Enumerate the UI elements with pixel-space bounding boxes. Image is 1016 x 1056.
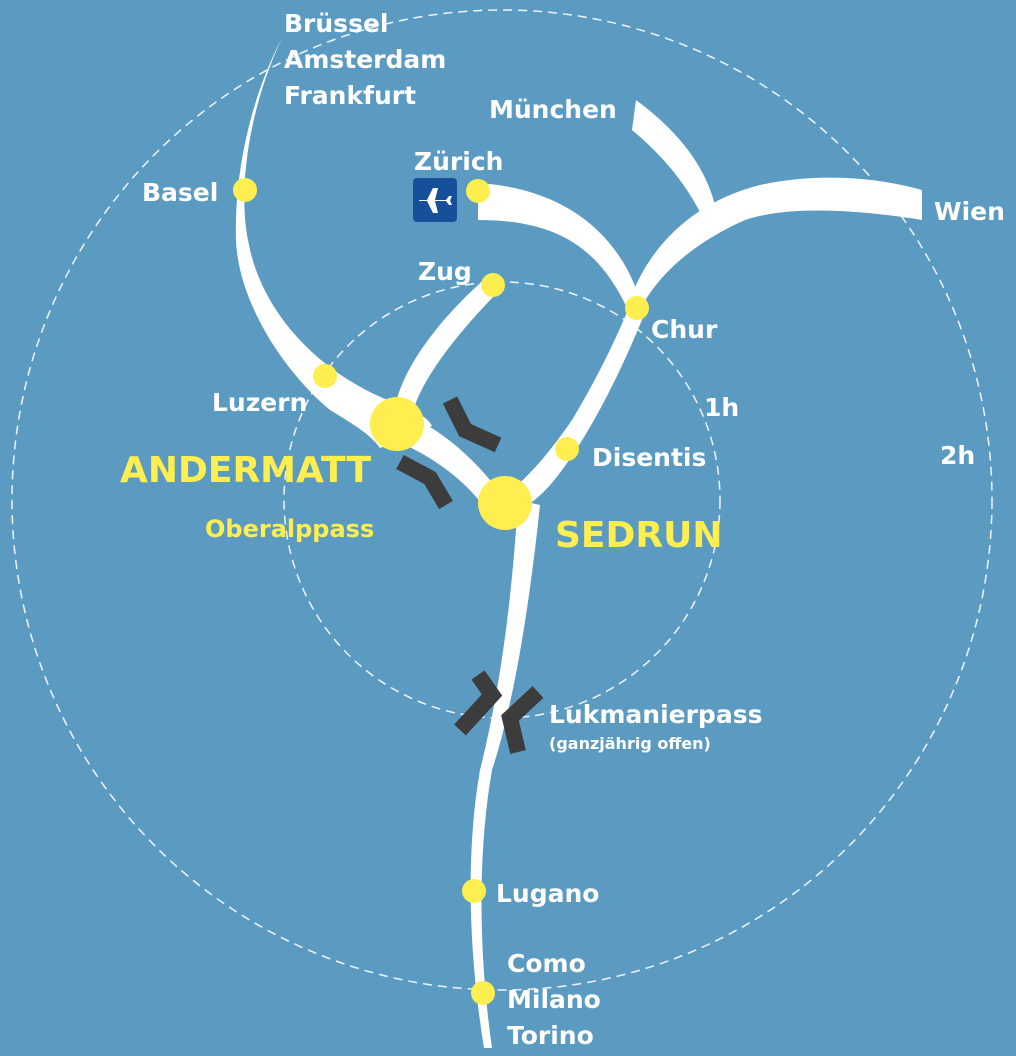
- airplane-icon: [419, 188, 452, 213]
- station-chur[interactable]: [625, 296, 649, 320]
- city-labels: Brüssel Amsterdam Frankfurt München Züri…: [142, 9, 1005, 1050]
- label-como: Como: [507, 949, 586, 978]
- ring-2h: [11, 9, 993, 991]
- label-oberalppass: Oberalppass: [205, 515, 374, 543]
- route-zug: [394, 278, 500, 415]
- label-frankfurt: Frankfurt: [284, 81, 416, 110]
- station-luzern[interactable]: [313, 364, 337, 388]
- ring-label-1h: 1h: [704, 393, 739, 422]
- label-disentis: Disentis: [592, 443, 706, 472]
- label-chur: Chur: [651, 315, 718, 344]
- station-basel[interactable]: [233, 178, 257, 202]
- station-sedrun[interactable]: [478, 476, 532, 530]
- station-como-milano-torino[interactable]: [471, 981, 495, 1005]
- route-chur-sedrun: [498, 300, 646, 510]
- label-zuerich: Zürich: [414, 147, 503, 176]
- route-muenchen: [632, 100, 718, 224]
- pass-marker-lukmanier-left: [454, 670, 503, 736]
- station-lugano[interactable]: [462, 879, 486, 903]
- label-lugano: Lugano: [496, 879, 599, 908]
- pass-marker-lukmanier-right: [501, 686, 544, 754]
- station-disentis[interactable]: [555, 437, 579, 461]
- stations: [233, 178, 649, 1005]
- label-torino: Torino: [507, 1021, 594, 1050]
- label-milano: Milano: [507, 985, 601, 1014]
- station-zug[interactable]: [481, 273, 505, 297]
- label-muenchen: München: [489, 95, 617, 124]
- airport-badge: [413, 178, 457, 222]
- ring-label-2h: 2h: [940, 441, 975, 470]
- label-amsterdam: Amsterdam: [284, 45, 446, 74]
- label-brussel: Brüssel: [284, 9, 388, 38]
- pass-marker-andermatt-north: [442, 396, 502, 453]
- label-basel: Basel: [142, 178, 218, 207]
- label-wien: Wien: [934, 197, 1005, 226]
- pass-marker-oberalp: [396, 454, 453, 510]
- label-luzern: Luzern: [212, 388, 307, 417]
- station-andermatt[interactable]: [370, 397, 424, 451]
- route-basel: [235, 38, 432, 448]
- route-wien: [628, 177, 922, 310]
- label-zug: Zug: [418, 257, 472, 286]
- route-zuerich: [478, 183, 640, 310]
- label-lukmanierpass: Lukmanierpass: [549, 700, 762, 729]
- label-andermatt: ANDERMATT: [120, 450, 371, 491]
- pass-markers: [396, 396, 544, 754]
- label-lukmanier-note: (ganzjährig offen): [549, 734, 711, 753]
- label-sedrun: SEDRUN: [555, 515, 722, 556]
- station-zuerich[interactable]: [466, 179, 490, 203]
